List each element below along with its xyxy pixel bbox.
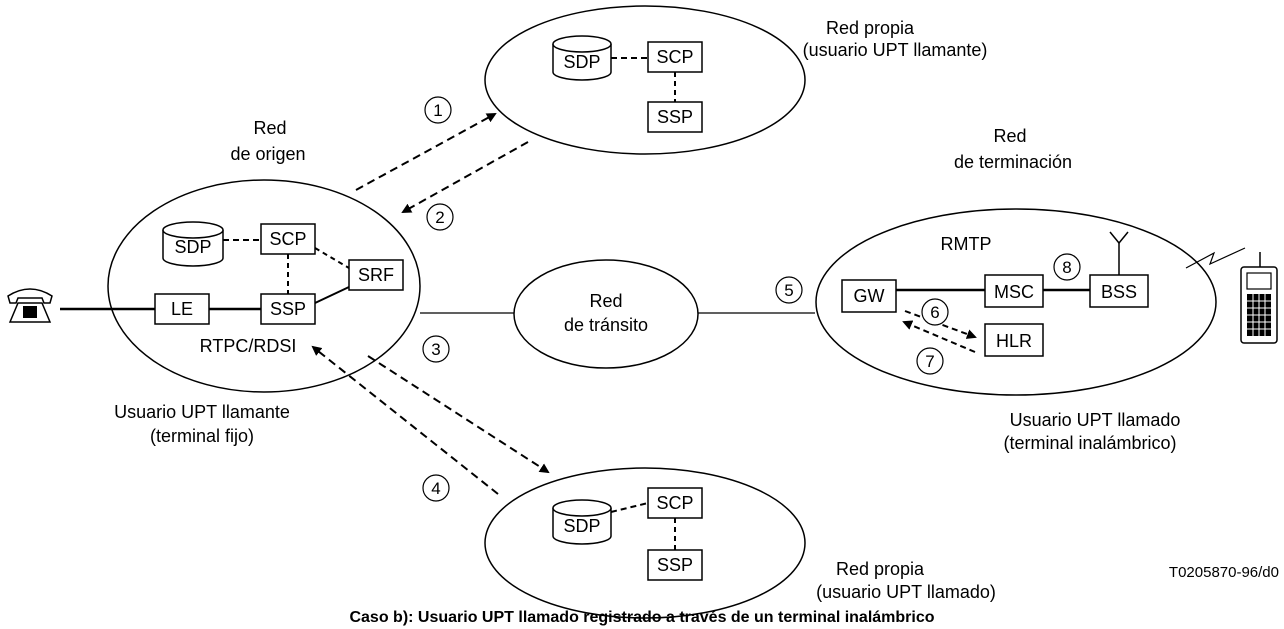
origin-title: Red [253, 118, 286, 138]
scp-box [260, 223, 316, 255]
rtpc-label: RTPC/RDSI [200, 336, 297, 356]
home-bot-subtitle: (usuario UPT llamado) [816, 582, 996, 602]
term-subtitle: de terminación [954, 152, 1072, 172]
sdp-label: SDP [563, 52, 600, 72]
home-top-title: Red propia [826, 18, 915, 38]
svg-text:6: 6 [930, 303, 939, 322]
bss-label: BSS [1101, 282, 1137, 302]
home-network-caller: SDP SCP SSP [484, 5, 806, 155]
step-marker: 6 [921, 298, 949, 326]
step-marker: 5 [775, 276, 803, 304]
transit-subtitle: de tránsito [564, 315, 648, 335]
transit-network: Red de tránsito [513, 259, 699, 369]
caller-label: Usuario UPT llamante [114, 402, 290, 422]
terminating-network: RMTP GW MSC BSS HLR [815, 208, 1217, 396]
origin-subtitle: de origen [230, 144, 305, 164]
figure-caption: Caso b): Usuario UPT llamado registrado … [349, 609, 934, 626]
scp-label: SCP [269, 229, 306, 249]
home-top-subtitle: (usuario UPT llamante) [803, 40, 988, 60]
scp-label: SCP [656, 493, 693, 513]
database-icon: SDP [552, 499, 612, 545]
telephone-icon [7, 288, 53, 323]
svg-text:7: 7 [925, 352, 934, 371]
antenna-icon [1109, 231, 1129, 275]
srf-box [348, 259, 404, 291]
svg-text:1: 1 [433, 101, 442, 120]
sdp-label: SDP [174, 237, 211, 257]
hlr-label: HLR [996, 331, 1032, 351]
svg-text:3: 3 [431, 340, 440, 359]
scp-box [647, 487, 703, 519]
bss-box [1089, 274, 1149, 308]
home-network-called: SDP SCP SSP [484, 467, 806, 619]
ssp-label: SSP [270, 299, 306, 319]
origin-network: SDP SCP SRF SSP LE RTPC/RDSI [60, 179, 421, 393]
step-marker: 1 [424, 96, 452, 124]
svg-text:4: 4 [431, 479, 440, 498]
gw-label: GW [854, 286, 885, 306]
sdp-label: SDP [563, 516, 600, 536]
svg-text:8: 8 [1062, 258, 1071, 277]
called-label: Usuario UPT llamado [1010, 410, 1181, 430]
step-marker: 4 [422, 474, 450, 502]
caller-sublabel: (terminal fijo) [150, 426, 254, 446]
database-icon: SDP [162, 221, 224, 267]
step-marker: 8 [1053, 253, 1081, 281]
ssp-label: SSP [657, 555, 693, 575]
transit-title: Red [589, 291, 622, 311]
msc-box [984, 274, 1044, 308]
ssp-label: SSP [657, 107, 693, 127]
step-marker: 7 [916, 347, 944, 375]
le-label: LE [171, 299, 193, 319]
msc-label: MSC [994, 282, 1034, 302]
le-box [154, 293, 210, 325]
home-bot-title: Red propia [836, 559, 925, 579]
gw-box [841, 279, 897, 313]
database-icon: SDP [552, 35, 612, 81]
svg-text:5: 5 [784, 281, 793, 300]
srf-label: SRF [358, 265, 394, 285]
mobile-phone-icon [1240, 252, 1278, 344]
figure-reference: T0205870-96/d0 [1169, 564, 1279, 581]
step-marker: 3 [422, 335, 450, 363]
called-sublabel: (terminal inalámbrico) [1003, 433, 1176, 453]
scp-label: SCP [656, 47, 693, 67]
radio-link-icon [1185, 247, 1246, 269]
rmtp-label: RMTP [941, 234, 992, 254]
term-title: Red [993, 126, 1026, 146]
step-marker: 2 [426, 203, 454, 231]
svg-text:2: 2 [435, 208, 444, 227]
hlr-box [984, 323, 1044, 357]
